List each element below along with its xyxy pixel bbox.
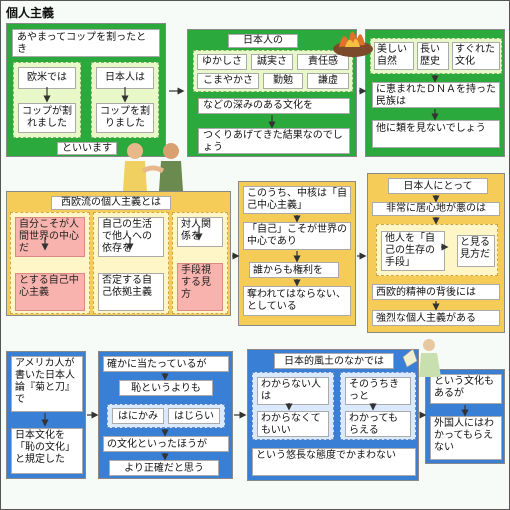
- japanese-view-b5: 西欧的精神の背後には: [372, 284, 500, 300]
- virtues-panel: 日本人の ゆかしさ 誠実さ 責任感 こまやかさ 勤勉 謙虚 などの深みのある文化…: [187, 29, 357, 157]
- instrumental-bottom: 手段視する見方: [177, 263, 223, 311]
- virtue-tag: 勤勉: [263, 73, 303, 89]
- self-center-column: 自分こそが人間世界の中心だ とする自己中心主義: [10, 212, 90, 314]
- foreigners-panel: という文化もあるが 外国人にはわかってもらえない: [425, 369, 505, 464]
- instrumental-column: 対人関係を 手段視する見方: [172, 212, 228, 314]
- climate-right-group: そのうちきっと わかってもらえる: [340, 372, 416, 440]
- core-b2: 「自己」こそが世界の中心であり: [243, 222, 351, 250]
- dna-panel: 美しい自然 長い歴史 すぐれた文化 に恵まれたＤＮＡを持った民族は 他に類を見な…: [365, 29, 505, 157]
- shyness-tag-hajirai: はじらい: [168, 408, 220, 424]
- virtues-mid: などの深みのある文化を: [198, 98, 350, 114]
- dna-tags: 美しい自然 長い歴史 すぐれた文化: [370, 38, 502, 74]
- climate-panel: 日本的風土のなかでは わからない人は わからなくてもいい そのうちきっと わかっ…: [247, 349, 419, 481]
- japanese-view-b1: 日本人にとって: [388, 178, 488, 194]
- self-center-top: 自分こそが人間世界の中心だ: [15, 217, 85, 257]
- shyness-panel: 確かに当たっているが 恥というよりも はにかみ はじらい の文化といったほうが …: [98, 351, 233, 479]
- self-reliance-bottom: 否定する自己依拠主義: [98, 273, 164, 311]
- western-case: 欧米では コップが割れました: [13, 62, 81, 138]
- virtue-tag: 誠実さ: [251, 54, 293, 70]
- foreigners-b1: という文化もあるが: [430, 374, 502, 404]
- dna-tag: すぐれた文化: [452, 42, 500, 70]
- chrysanthemum-b2: 日本文化を「恥の文化」と規定した: [11, 428, 83, 474]
- dna-bottom: 他に類を見ないでしょう: [372, 120, 500, 148]
- core-panel: このうち、中核は「自己中心主義」 「自己」こそが世界の中心であり 誰からも権利を…: [238, 181, 356, 326]
- climate-left-top: わからない人は: [257, 377, 329, 405]
- chrysanthemum-panel: アメリカ人が書いた日本人論『菊と刀』で 日本文化を「恥の文化」と規定した: [6, 351, 86, 479]
- japanese-view-b6: 強烈な個人主義がある: [372, 310, 500, 326]
- japanese-case: 日本人は コップを割りました: [91, 62, 159, 138]
- means-view-suffix: と見る見方だ: [457, 235, 495, 267]
- cup-heading: あやまってコップを割ったとき: [12, 29, 160, 57]
- virtues-heading: 日本人の: [228, 34, 298, 48]
- core-b4: 奪われてはならない、としている: [243, 286, 351, 316]
- shyness-b2: 恥というよりも: [119, 380, 213, 396]
- climate-bottom: という悠長な態度でかまわない: [252, 448, 416, 476]
- self-reliance-top: 自己の生活で他人への依存を: [98, 217, 164, 257]
- means-view: 他人を「自己の生存の手段」: [381, 231, 445, 271]
- dna-tag: 美しい自然: [374, 42, 414, 70]
- shyness-b4: より正確だと思う: [109, 460, 219, 476]
- virtue-tag: 責任感: [297, 54, 349, 70]
- shyness-tags: はにかみ はじらい: [107, 404, 225, 428]
- person-illustration: [402, 339, 441, 377]
- western-label: 欧米では: [18, 67, 76, 89]
- foreigners-b2: 外国人にはわかってもらえない: [430, 416, 502, 460]
- dna-mid: に恵まれたＤＮＡを持った民族は: [372, 82, 500, 108]
- dna-tag: 長い歴史: [417, 42, 449, 70]
- japanese-phrase: コップを割りました: [96, 103, 154, 133]
- climate-heading: 日本的風土のなかでは: [274, 353, 394, 369]
- self-reliance-column: 自己の生活で他人への依存を 否定する自己依拠主義: [93, 212, 169, 314]
- virtue-tag: こまやかさ: [197, 73, 259, 89]
- instrumental-top: 対人関係を: [177, 217, 223, 247]
- japanese-label: 日本人は: [96, 67, 154, 89]
- virtues-tags: ゆかしさ 誠実さ 責任感 こまやかさ 勤勉 謙虚: [193, 50, 353, 92]
- climate-left-bottom: わからなくてもいい: [257, 411, 329, 437]
- western-individualism-heading: 西欧流の個人主義とは: [51, 196, 171, 210]
- cup-footer: といいます: [57, 142, 117, 155]
- fire-illustration: [333, 31, 373, 57]
- cup-panel: あやまってコップを割ったとき 欧米では コップが割れました 日本人は コップを割…: [6, 23, 166, 157]
- western-individualism-panel: 西欧流の個人主義とは 自分こそが人間世界の中心だ とする自己中心主義 自己の生活…: [6, 191, 231, 316]
- japanese-view-b2: 非常に居心地が悪のは: [372, 202, 500, 216]
- means-group: 他人を「自己の生存の手段」 と見る見方だ: [376, 224, 498, 276]
- climate-left-group: わからない人は わからなくてもいい: [252, 372, 334, 440]
- shyness-b1: 確かに当たっているが: [103, 356, 229, 372]
- handshake-illustration: [123, 143, 183, 191]
- self-center-bottom: とする自己中心主義: [15, 273, 85, 311]
- chrysanthemum-b1: アメリカ人が書いた日本人論『菊と刀』で: [11, 356, 83, 412]
- shyness-b3: の文化といったほうが: [103, 436, 229, 452]
- core-b3: 誰からも権利を: [249, 262, 339, 278]
- western-phrase: コップが割れました: [18, 103, 76, 133]
- shyness-tag-hanikami: はにかみ: [112, 408, 164, 424]
- core-b1: このうち、中核は「自己中心主義」: [243, 186, 351, 214]
- virtues-bottom: つくりあげてきた結果なのでしょう: [198, 128, 350, 154]
- japanese-view-panel: 日本人にとって 非常に居心地が悪のは 他人を「自己の生存の手段」 と見る見方だ …: [367, 173, 505, 333]
- climate-right-bottom: わかってもらえる: [345, 411, 411, 437]
- virtue-tag: 謙虚: [307, 73, 349, 89]
- virtue-tag: ゆかしさ: [197, 54, 247, 70]
- page-title: 個人主義: [6, 6, 55, 20]
- climate-right-top: そのうちきっと: [345, 377, 411, 405]
